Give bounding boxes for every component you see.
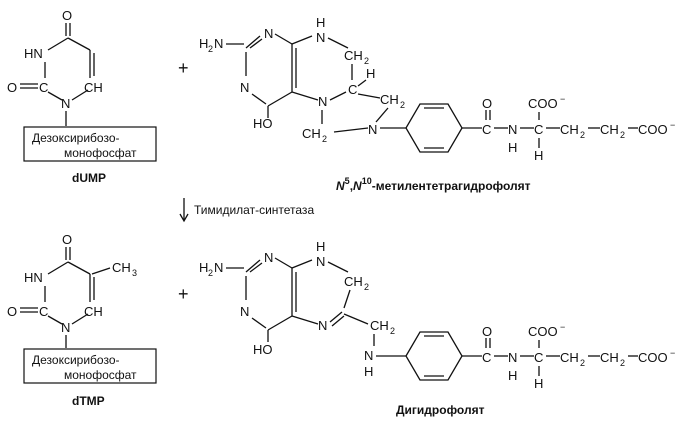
svg-text:2: 2 xyxy=(580,130,585,140)
svg-text:2: 2 xyxy=(208,44,213,54)
svg-text:3: 3 xyxy=(132,268,137,278)
svg-text:2: 2 xyxy=(208,268,213,278)
svg-text:N: N xyxy=(264,250,273,265)
atom-hn-b: HN xyxy=(24,270,43,285)
svg-text:2: 2 xyxy=(390,326,395,336)
atom-o-amide: O xyxy=(482,96,492,111)
sugar-label-line2: монофосфат xyxy=(64,146,137,160)
atom-o-left-b: O xyxy=(7,304,17,319)
dihydrofolate-caption: Дигидрофолят xyxy=(396,403,485,417)
atom-c-amide: C xyxy=(482,122,491,137)
atom-n-pyr-left: N xyxy=(240,80,249,95)
svg-text:N: N xyxy=(508,350,517,365)
plus-sign-bottom: + xyxy=(178,284,189,304)
atom-c2: C xyxy=(39,80,48,95)
dtmp-caption: dTMP xyxy=(72,394,105,408)
svg-text:H: H xyxy=(364,364,373,379)
benzene-ring-bottom xyxy=(405,331,463,381)
svg-text:N: N xyxy=(318,318,327,333)
atom-n1: N xyxy=(61,96,70,111)
atom-c-alpha: C xyxy=(534,122,543,137)
sugar-box-bottom xyxy=(23,348,157,384)
atom-o-left: O xyxy=(7,80,17,95)
dtmp-structure: O CH 3 HN C O N CH Дезоксирибозо- монофо… xyxy=(7,232,157,408)
atom-h-6: H xyxy=(366,66,375,81)
atom-h-alpha: H xyxy=(534,148,543,163)
atom-h-8: H xyxy=(316,15,325,30)
atom-o-top-b: O xyxy=(62,232,72,247)
atom-ch2-7: CH xyxy=(344,48,363,63)
svg-text:−: − xyxy=(670,348,675,358)
enzyme-label: Тимидилат-синтетаза xyxy=(194,203,314,217)
methylene-thf-structure: H 2 N N N HO N H CH 2 C H N CH 2 N CH xyxy=(199,15,675,163)
svg-text:C: C xyxy=(482,350,491,365)
sugar-label-line1: Дезоксирибозо- xyxy=(32,131,120,145)
atom-hn: HN xyxy=(24,46,43,61)
atom-ho: HO xyxy=(253,116,273,131)
atom-n10: N xyxy=(368,122,377,137)
atom-n-amide: N xyxy=(508,122,517,137)
atom-ch3: CH xyxy=(112,260,131,275)
atom-n1-b: N xyxy=(61,320,70,335)
atom-ch: CH xyxy=(84,80,103,95)
svg-text:2: 2 xyxy=(322,134,327,144)
dump-structure: O HN C O N CH Дезоксирибозо- монофосфат … xyxy=(7,8,157,185)
atom-ho-b: HO xyxy=(253,342,273,357)
svg-text:COO: COO xyxy=(638,350,668,365)
svg-text:−: − xyxy=(560,322,565,332)
svg-text:COO: COO xyxy=(528,324,558,339)
svg-text:N: N xyxy=(214,36,223,51)
atom-ch2-beta: CH xyxy=(560,122,579,137)
svg-text:2: 2 xyxy=(400,100,405,110)
svg-text:2: 2 xyxy=(620,130,625,140)
atom-c6: C xyxy=(348,82,357,97)
plus-sign-top: + xyxy=(178,58,189,78)
atom-nh-10: N xyxy=(364,348,373,363)
sugar-label-line2-b: монофосфат xyxy=(64,368,137,382)
atom-ch2-bridge: CH xyxy=(302,126,321,141)
atom-ch2-gamma: CH xyxy=(600,122,619,137)
atom-h-amide: H xyxy=(508,140,517,155)
svg-text:N: N xyxy=(316,254,325,269)
dihydrofolate-structure: H 2 N N N HO N H CH 2 N CH 2 N H xyxy=(199,239,675,391)
svg-text:H: H xyxy=(508,368,517,383)
svg-text:2: 2 xyxy=(580,358,585,368)
atom-ch-b: CH xyxy=(84,304,103,319)
svg-text:2: 2 xyxy=(364,56,369,66)
methylene-thf-caption: N5,N10-метилентетрагидрофолят xyxy=(336,176,531,193)
svg-text:2: 2 xyxy=(364,282,369,292)
svg-text:H: H xyxy=(534,376,543,391)
atom-n-pyr-top: N xyxy=(264,26,273,41)
sugar-label-line1-b: Дезоксирибозо- xyxy=(32,353,120,367)
atom-ch2-9: CH xyxy=(380,92,399,107)
svg-text:H: H xyxy=(316,239,325,254)
svg-text:−: − xyxy=(560,94,565,104)
svg-text:N: N xyxy=(240,304,249,319)
svg-text:N: N xyxy=(214,260,223,275)
svg-text:−: − xyxy=(670,120,675,130)
svg-text:C: C xyxy=(534,350,543,365)
svg-text:CH: CH xyxy=(560,350,579,365)
svg-text:H: H xyxy=(199,260,208,275)
atom-coo-alpha: COO xyxy=(528,96,558,111)
atom-o-top: O xyxy=(62,8,72,23)
atom-n5: N xyxy=(318,94,327,109)
dump-caption: dUMP xyxy=(72,171,106,185)
svg-text:O: O xyxy=(482,324,492,339)
svg-text:2: 2 xyxy=(620,358,625,368)
atom-coo-gamma: COO xyxy=(638,122,668,137)
svg-text:CH: CH xyxy=(600,350,619,365)
svg-text:CH: CH xyxy=(344,274,363,289)
atom-h2n: H xyxy=(199,36,208,51)
atom-ch2-9-b: CH xyxy=(370,318,389,333)
atom-nh-8: N xyxy=(316,30,325,45)
benzene-ring-top xyxy=(405,103,463,153)
sugar-box-top xyxy=(23,126,157,162)
reaction-arrow: Тимидилат-синтетаза xyxy=(179,198,314,223)
atom-c2-b: C xyxy=(39,304,48,319)
